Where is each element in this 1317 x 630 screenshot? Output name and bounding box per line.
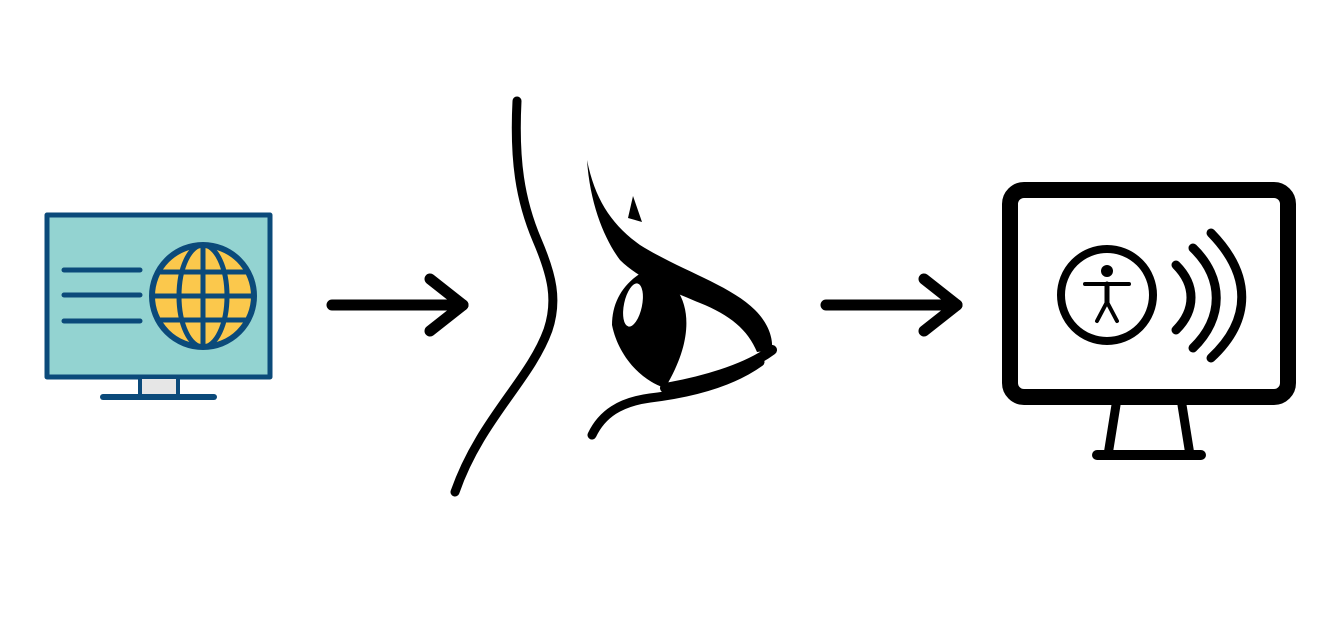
accessibility-icon <box>1057 245 1157 345</box>
eye-highlight <box>623 283 643 327</box>
arrow-right-icon <box>820 273 963 337</box>
cheek-line <box>587 357 765 440</box>
globe-icon <box>149 242 257 350</box>
accessible-monitor-stand <box>1103 400 1195 460</box>
face-profile-line <box>450 96 558 497</box>
accessible-screen-icon <box>1002 182 1296 460</box>
viewer-eye-icon <box>450 96 777 497</box>
web-page-icon <box>44 212 273 400</box>
lower-eyelid <box>660 345 777 393</box>
accessible-monitor-frame <box>1002 182 1296 405</box>
sound-waves-icon <box>1171 228 1247 363</box>
monitor-neck <box>138 375 180 398</box>
eyelash <box>628 196 642 222</box>
text-lines-icon <box>61 267 143 324</box>
arrow-right-icon <box>326 273 469 337</box>
upper-eyelid <box>587 160 773 352</box>
